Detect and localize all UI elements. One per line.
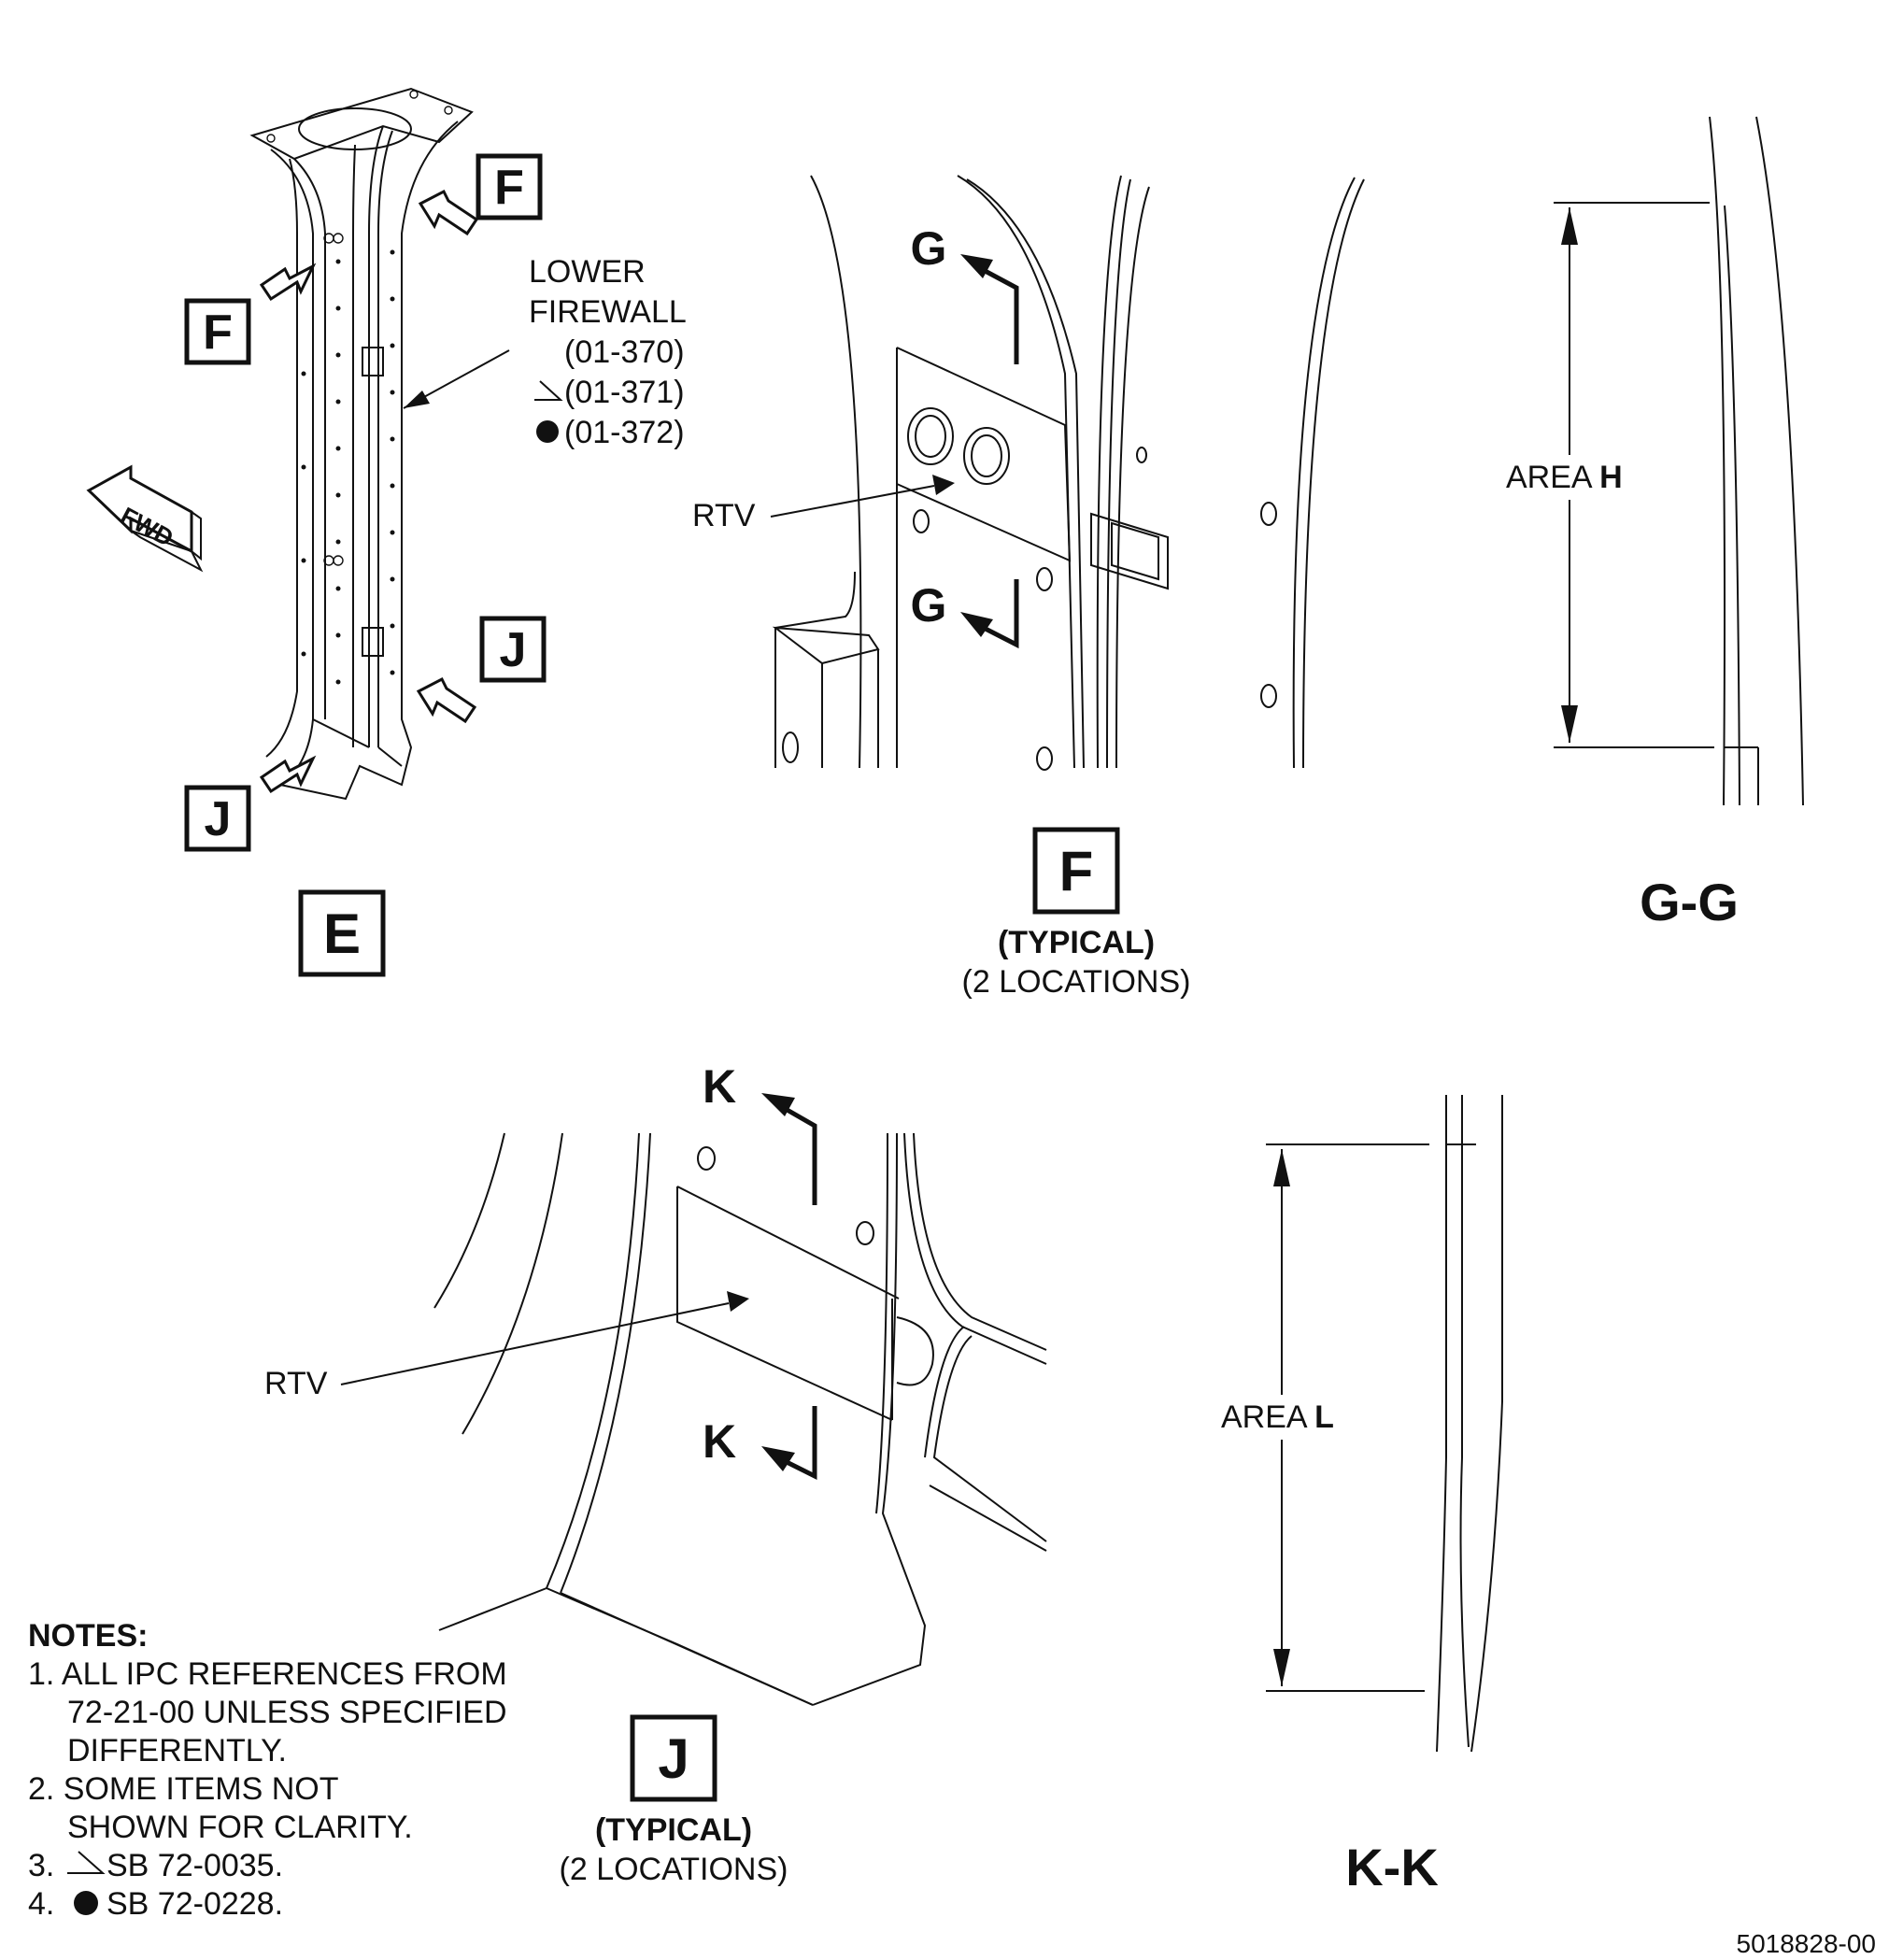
callout-box-f-left: F bbox=[184, 298, 251, 365]
view-arrow-j-upper bbox=[416, 676, 477, 724]
triangle-flag-icon bbox=[534, 380, 563, 401]
view-f-locations: (2 LOCATIONS) bbox=[962, 964, 1191, 1000]
note-3-number: 3. bbox=[28, 1848, 54, 1883]
svg-text:J: J bbox=[658, 1727, 689, 1790]
section-mark-g-top: G bbox=[911, 222, 947, 275]
view-arrow-f-upper bbox=[418, 189, 479, 236]
view-f-typical: (TYPICAL) bbox=[998, 925, 1155, 960]
filled-circle-icon bbox=[536, 420, 559, 443]
view-e-firewall-drawing: FWD bbox=[86, 87, 510, 801]
notes-block: NOTES: 1. ALL IPC REFERENCES FROM 72-21-… bbox=[28, 1618, 507, 1922]
note-1-line-2: 72-21-00 UNLESS SPECIFIED bbox=[67, 1695, 507, 1730]
view-j-locations: (2 LOCATIONS) bbox=[560, 1852, 788, 1887]
view-f-drawing bbox=[770, 175, 1365, 771]
svg-text:E: E bbox=[323, 902, 361, 965]
lower-firewall-label: LOWER FIREWALL (01-370) (01-371) (01-372… bbox=[529, 254, 687, 450]
note-4-text: SB 72-0228. bbox=[107, 1886, 283, 1922]
section-mark-g-bottom: G bbox=[911, 579, 947, 632]
fwd-arrow-icon bbox=[86, 464, 204, 573]
rivet-rows bbox=[301, 249, 395, 685]
note-1-line-3: DIFFERENTLY. bbox=[67, 1733, 287, 1768]
notes-heading: NOTES: bbox=[28, 1618, 148, 1654]
section-kk-drawing bbox=[1214, 1095, 1503, 1753]
rtv-label-j: RTV bbox=[264, 1366, 328, 1401]
view-j-drawing bbox=[340, 1093, 1047, 1706]
note-1-line-1: 1. ALL IPC REFERENCES FROM bbox=[28, 1656, 507, 1692]
ref-01-371: (01-371) bbox=[564, 375, 685, 410]
area-l-label: AREA L bbox=[1221, 1399, 1334, 1435]
section-title-kk: K-K bbox=[1345, 1838, 1439, 1896]
label-firewall: FIREWALL bbox=[529, 294, 687, 330]
triangle-flag-icon bbox=[67, 1851, 106, 1874]
svg-text:J: J bbox=[500, 623, 527, 677]
callout-box-j-right: J bbox=[479, 616, 547, 683]
note-2-line-1: 2. SOME ITEMS NOT bbox=[28, 1771, 338, 1807]
callout-box-j-left: J bbox=[184, 785, 251, 852]
section-title-gg: G-G bbox=[1640, 873, 1739, 931]
note-2-line-2: SHOWN FOR CLARITY. bbox=[67, 1810, 413, 1845]
svg-text:AREA H: AREA H bbox=[1506, 460, 1623, 495]
note-4-number: 4. bbox=[28, 1886, 54, 1922]
section-mark-k-top: K bbox=[703, 1060, 736, 1113]
svg-text:AREA L: AREA L bbox=[1221, 1399, 1334, 1435]
rtv-label-f: RTV bbox=[692, 498, 756, 533]
view-arrow-j-lower bbox=[259, 755, 317, 794]
label-lower: LOWER bbox=[529, 254, 646, 290]
note-3-text: SB 72-0035. bbox=[107, 1848, 283, 1883]
svg-text:J: J bbox=[205, 792, 232, 846]
ref-01-370: (01-370) bbox=[564, 334, 685, 370]
section-mark-k-bottom: K bbox=[703, 1415, 736, 1468]
drawing-number: 5018828-00 bbox=[1737, 1929, 1876, 1958]
section-gg-drawing bbox=[1499, 116, 1804, 806]
view-title-j: J bbox=[630, 1714, 717, 1802]
svg-text:F: F bbox=[203, 305, 233, 360]
view-arrow-f-lower bbox=[259, 263, 317, 302]
ref-01-372: (01-372) bbox=[564, 415, 685, 450]
svg-text:F: F bbox=[494, 161, 524, 215]
view-title-e: E bbox=[298, 889, 386, 977]
view-j-typical: (TYPICAL) bbox=[595, 1812, 752, 1848]
area-h-label: AREA H bbox=[1506, 460, 1623, 495]
view-title-f: F bbox=[1032, 827, 1120, 915]
svg-text:F: F bbox=[1059, 840, 1094, 902]
callout-box-f-top: F bbox=[476, 153, 543, 220]
filled-circle-icon bbox=[74, 1891, 98, 1915]
